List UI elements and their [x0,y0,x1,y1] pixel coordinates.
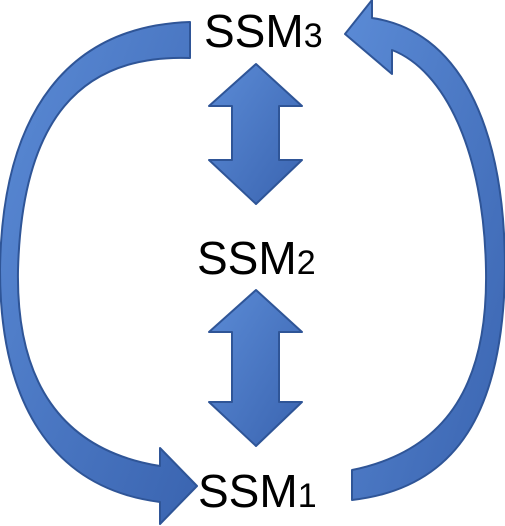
node-ssm1-base: SSM [198,465,298,517]
node-ssm2-base: SSM [197,232,297,284]
double-arrow-bottom [208,289,303,447]
curved-arrow-left [0,21,198,525]
node-ssm3-base: SSM [204,5,304,57]
double-arrow-top [208,63,303,205]
node-ssm3-sub: 3 [303,17,323,55]
node-ssm3: SSM3 [204,8,323,54]
node-ssm1-sub: 1 [297,477,317,515]
curved-arrow-right [344,0,505,501]
node-ssm2-sub: 2 [296,244,316,282]
node-ssm1: SSM1 [198,468,317,514]
node-ssm2: SSM2 [197,235,316,281]
